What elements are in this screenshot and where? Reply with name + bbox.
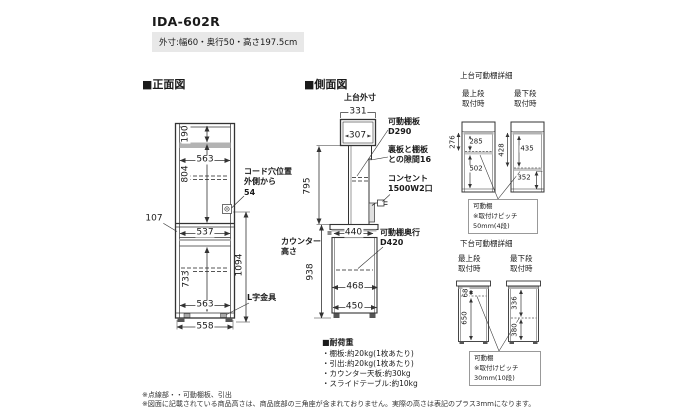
load-capacity-heading: ■耐荷重 xyxy=(322,338,354,347)
dim-336: 336 xyxy=(510,295,519,311)
upper-detail-bottom-label: 最下段 取付時 xyxy=(514,89,537,108)
dim-1094: 1094 xyxy=(234,252,245,278)
load-capacity-item: ・カウンター天板:約30kg xyxy=(322,369,411,378)
lower-detail-title: 下台可動棚詳細 xyxy=(460,239,513,248)
dim-468: 468 xyxy=(345,281,365,292)
dim-563-top: 563 xyxy=(195,154,215,165)
dim-795: 795 xyxy=(302,176,313,196)
dim-68: 68 xyxy=(461,287,470,298)
upper-detail-title: 上台可動棚詳細 xyxy=(460,71,513,80)
movable-shelf-label: 可動棚板 D290 xyxy=(388,117,420,137)
dim-107: 107 xyxy=(144,213,164,224)
dim-938: 938 xyxy=(305,262,316,282)
front-view-drawing xyxy=(161,122,250,330)
page-title: IDA-602R xyxy=(152,14,221,29)
load-capacity-item: ・引出:約20kg(1枚あたり) xyxy=(322,359,414,368)
load-capacity-item: ・棚板:約20kg(1枚あたり) xyxy=(322,349,414,358)
outlet-label: コンセント 1500W2口 xyxy=(388,174,433,194)
dim-380: 380 xyxy=(510,321,519,338)
movable-shelf-depth-label: 可動棚奥行 D420 xyxy=(380,228,420,248)
cord-hole-label: コード穴位置 外側から 54 xyxy=(244,167,292,197)
dim-450: 450 xyxy=(344,301,365,312)
footnote-height-note: ※図面に記載されている商品高さは、商品底部の三角座が含まれておりません。実際の高… xyxy=(142,400,536,408)
side-view-drawing xyxy=(314,112,391,319)
lower-detail-note: 可動棚 ※取付けピッチ 30mm(10段) xyxy=(469,351,541,387)
upper-outer-label: 上台外寸 xyxy=(344,93,376,102)
dim-733: 733 xyxy=(181,269,192,289)
load-capacity-item: ・スライドテーブル:約10kg xyxy=(322,379,418,388)
footnote-dotted-lines: ※点線部・・可動棚板、引出 xyxy=(142,391,232,399)
dim-537: 537 xyxy=(195,227,215,238)
l-bracket-label: L字金具 xyxy=(247,293,277,302)
lower-detail-top-label: 最上段 取付時 xyxy=(458,254,481,273)
side-view-heading: ■側面図 xyxy=(304,78,348,91)
dim-352: 352 xyxy=(516,173,532,182)
dim-276: 276 xyxy=(448,134,457,150)
dim-440: 440 xyxy=(343,227,364,238)
dim-307: 307 xyxy=(347,130,368,141)
lower-shelf-detail-drawing xyxy=(456,280,541,352)
dim-563-bottom: 563 xyxy=(195,299,215,310)
dim-190: 190 xyxy=(180,124,191,144)
dim-428: 428 xyxy=(497,142,506,158)
back-gap-label: 裏板と棚板 との隙間16 xyxy=(388,145,432,165)
counter-height-label: カウンター 高さ xyxy=(281,237,321,257)
dim-285: 285 xyxy=(468,137,484,145)
dim-331: 331 xyxy=(348,106,368,117)
upper-shelf-detail-drawing xyxy=(456,121,545,200)
lower-detail-bottom-label: 最下段 取付時 xyxy=(510,254,533,273)
dim-804: 804 xyxy=(180,164,191,184)
front-view-heading: ■正面図 xyxy=(142,78,186,91)
dim-558: 558 xyxy=(195,321,215,332)
outer-dimensions-badge: 外寸:幅60・奥行50・高さ197.5cm xyxy=(152,32,305,52)
dim-435: 435 xyxy=(519,144,535,153)
dim-502: 502 xyxy=(468,164,484,173)
upper-detail-top-label: 最上段 取付時 xyxy=(462,89,485,108)
dim-650: 650 xyxy=(460,310,469,326)
upper-detail-note: 可動棚 ※取付けピッチ 50mm(4段) xyxy=(468,199,538,235)
